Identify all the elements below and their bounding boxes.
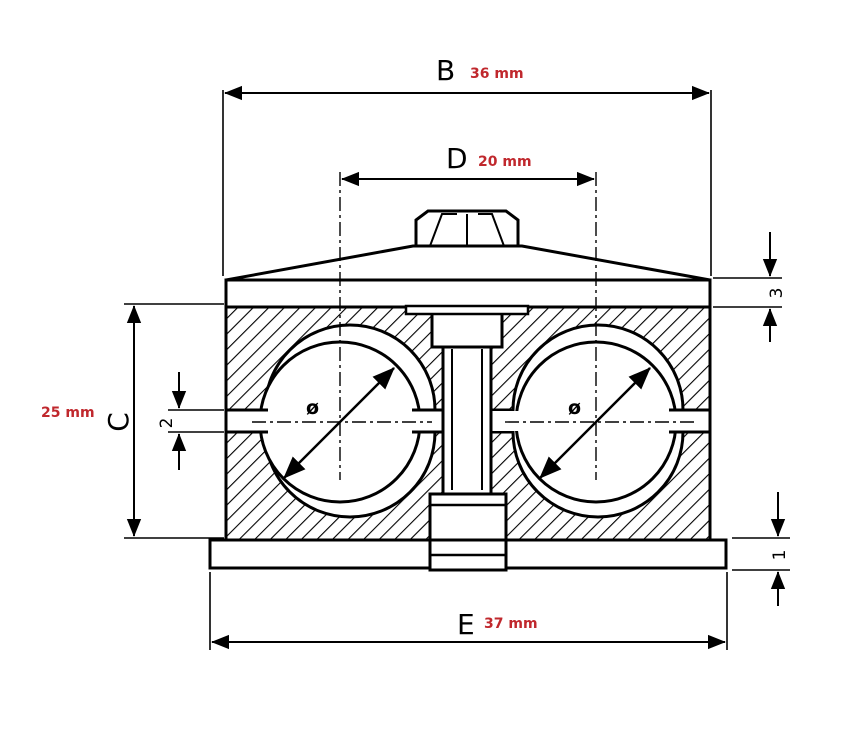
base-plate-dimension-value: 1 <box>770 550 790 561</box>
top-cover <box>225 244 711 282</box>
dimension-e-letter: E <box>457 608 475 641</box>
top-plate <box>224 278 712 309</box>
dimension-d-value: 20 mm <box>478 154 532 170</box>
right-diameter-line <box>539 367 651 479</box>
dimension-c-letter: C <box>102 412 135 432</box>
dimension-e-value: 37 mm <box>484 616 538 632</box>
left-diameter-symbol: ø <box>306 397 319 419</box>
dimension-b-value: 36 mm <box>470 66 524 82</box>
dimension-d-letter: D <box>446 142 468 175</box>
dimension-c-value: 25 mm <box>41 405 95 421</box>
dimension-b-letter: B <box>436 54 455 87</box>
right-diameter-symbol: ø <box>568 397 581 419</box>
left-diameter-line <box>283 367 395 479</box>
gap-dimension-value: 2 <box>157 418 177 429</box>
bolt-head-seat <box>430 311 504 349</box>
top-plate-dimension-value: 3 <box>767 288 787 299</box>
